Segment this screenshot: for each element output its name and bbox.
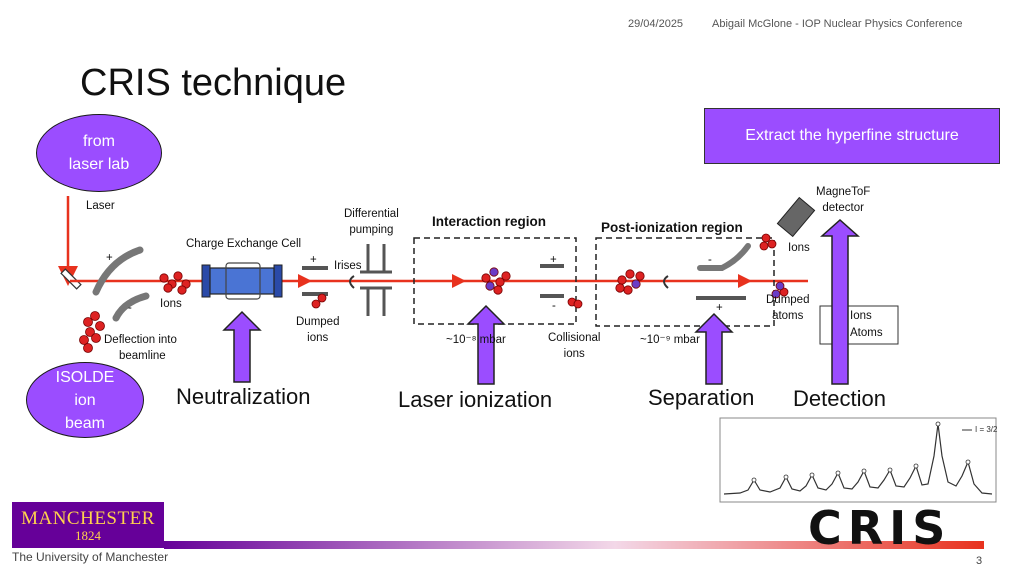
dumped-ions-label: Dumped ions	[296, 316, 340, 344]
deflector-minus-sign: -	[128, 302, 132, 314]
dumped-ion-dots	[311, 293, 327, 309]
differential-pumping	[360, 244, 392, 316]
laser-lab-bubble: from laser lab	[36, 114, 162, 192]
header-date: 29/04/2025	[628, 18, 684, 30]
laser-lab-line1: from	[82, 133, 115, 150]
legend-atoms-label: Atoms	[850, 327, 883, 339]
dump-plate-plus	[302, 266, 328, 270]
post-ionization-region-label: Post-ionization region	[601, 220, 743, 235]
ir-minus-sign: -	[552, 300, 556, 312]
ions-label-right: Ions	[788, 242, 810, 254]
isolde-line2: ion	[74, 391, 96, 409]
deflection-label: Deflection into beamline	[104, 334, 177, 362]
collisional-ion-dots	[567, 297, 583, 309]
ir-plus-sign: +	[550, 254, 557, 266]
post-ionization-bunch	[615, 269, 645, 295]
detection-label: Detection	[793, 386, 886, 411]
ion-bunch-pre-cec	[159, 271, 191, 295]
beam-arrow-1	[298, 274, 312, 288]
footer-gradient-bar	[164, 541, 984, 549]
laser-ionization-label: Laser ionization	[398, 387, 553, 412]
isolde-ion-bunch	[79, 311, 105, 353]
separation-label: Separation	[648, 385, 755, 410]
post-plate-plus	[696, 296, 746, 300]
header-presenter: Abigail McGlone - IOP Nuclear Physics Co…	[712, 18, 963, 30]
dumped-atoms-label: Dumped atoms	[766, 294, 810, 322]
detection-arrow	[820, 218, 860, 385]
mirror	[60, 268, 82, 290]
separation-arrow	[694, 312, 734, 385]
interaction-region-box	[413, 237, 577, 325]
spectrum-points	[751, 421, 971, 483]
charge-exchange-cell-label: Charge Exchange Cell	[186, 238, 302, 250]
pressure-interaction-label: ~10⁻⁸ mbar	[446, 334, 506, 346]
spectrum-plot-frame	[719, 417, 997, 503]
post-minus-sign: -	[708, 254, 712, 266]
svg-text:CRIS: CRIS	[808, 501, 951, 555]
cris-logo: CRIS	[808, 501, 951, 555]
legend-ions-label: Ions	[850, 310, 872, 322]
spectrum-legend-label: I = 3/2	[975, 425, 998, 434]
stage-arrows	[222, 218, 860, 385]
logo-main-text: MANCHESTER	[21, 508, 155, 529]
differential-pumping-label: Differential pumping	[344, 208, 399, 236]
ir-plate-plus	[540, 264, 564, 268]
detected-ion-dots	[759, 233, 777, 251]
collisional-ions-label: Collisional ions	[548, 332, 601, 360]
beam-arrow-2	[452, 274, 466, 288]
ions-label-left: Ions	[160, 298, 182, 310]
charge-exchange-cell	[201, 262, 283, 300]
beam-arrow-3	[738, 274, 752, 288]
neutralization-arrow	[222, 310, 262, 383]
neutralization-label: Neutralization	[176, 384, 311, 409]
magnetof-detector	[776, 196, 816, 238]
post-deflector-minus	[697, 243, 751, 271]
laser-ionization-arrow	[466, 304, 506, 385]
deflector-plus	[92, 246, 144, 296]
slide-title: CRIS technique	[80, 62, 347, 104]
post-plus-sign: +	[716, 302, 723, 314]
interaction-region-label: Interaction region	[432, 214, 547, 229]
dump-plate-minus	[302, 292, 328, 296]
laser-lab-line2: laser lab	[68, 156, 130, 173]
spectrum-trace	[723, 423, 993, 495]
isolde-line3: beam	[64, 414, 106, 432]
dumped-atom-dots	[771, 281, 789, 299]
isolde-bubble: ISOLDE ion beam	[26, 362, 144, 438]
post-ionization-region-box	[595, 237, 775, 327]
university-name: The University of Manchester	[12, 550, 169, 564]
interaction-bunch	[481, 267, 511, 295]
pressure-post-label: ~10⁻⁹ mbar	[640, 334, 700, 346]
page-number: 3	[976, 555, 983, 567]
deflector-plus-sign: +	[106, 252, 113, 264]
irises-label: Irises	[334, 260, 362, 272]
logo-year-text: 1824	[75, 528, 101, 543]
iris	[349, 275, 355, 289]
dump-plus-sign: +	[310, 254, 317, 266]
deflector-minus	[112, 292, 150, 322]
isolde-line1: ISOLDE	[55, 368, 115, 386]
ir-plate-minus	[540, 294, 564, 298]
manchester-logo: MANCHESTER 1824	[12, 502, 164, 548]
laser-label: Laser	[86, 200, 115, 212]
post-iris	[663, 275, 669, 289]
extract-hyperfine-box: Extract the hyperfine structure	[704, 108, 1000, 164]
magnetof-label: MagneToF detector	[816, 186, 871, 214]
